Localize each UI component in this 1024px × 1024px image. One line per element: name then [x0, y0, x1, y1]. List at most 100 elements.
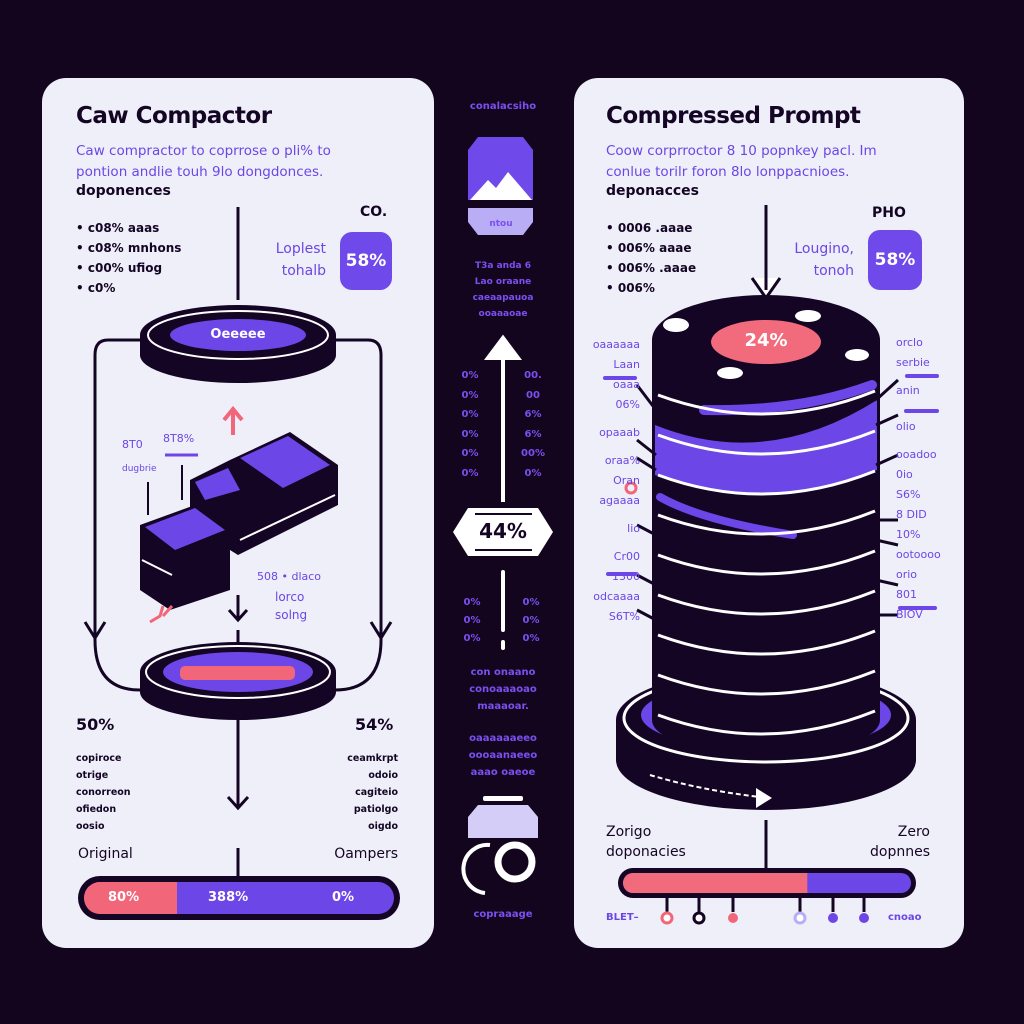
bar-segment-label: 80%	[108, 890, 140, 905]
cylinder-label: lio	[627, 522, 640, 535]
left-badge: 58%	[340, 232, 392, 290]
leader-line	[636, 456, 657, 472]
bullet-item: • c0%	[76, 281, 116, 295]
leader-line	[635, 384, 658, 411]
cylinder-label: serbie	[896, 356, 930, 369]
cylinder-ring	[657, 469, 876, 496]
leader-line	[875, 538, 899, 547]
middle-left-ticks: 0%0%0%0%0%0%	[461, 370, 479, 479]
arrow-down-icon	[226, 720, 250, 811]
cylinder-label: oraa%	[604, 454, 640, 467]
leader-line	[874, 378, 900, 402]
right-title: Compressed Prompt	[606, 103, 861, 129]
bullet-item: • 006% .aaae	[606, 261, 697, 275]
image-icon	[468, 137, 533, 235]
leader-line	[636, 438, 657, 457]
cylinder-label: orclo	[896, 336, 923, 349]
cylinder-label: Cr00	[613, 550, 640, 563]
cylinder-label: 801	[896, 588, 917, 601]
block-label: solng	[275, 608, 308, 622]
cylinder-rings	[657, 389, 876, 736]
original-label: Original	[78, 846, 133, 862]
percent-hexagon	[453, 508, 553, 556]
data-blocks	[140, 405, 338, 645]
middle-lower-left-ticks: 0%0%0%	[463, 597, 481, 644]
leader-lines	[603, 374, 939, 622]
cylinder-label: 8 DID	[896, 508, 927, 521]
block-label: dugbrie	[122, 464, 157, 474]
cylinder-label: olio	[896, 420, 916, 433]
leader-line	[636, 608, 657, 622]
cylinder-label: 1300	[612, 570, 640, 583]
cylinder-label: oaaa	[613, 378, 640, 391]
spark-icon	[149, 604, 174, 624]
block-label: 508 • dlaco	[257, 570, 322, 583]
cylinder-ring	[657, 509, 876, 536]
cylinder-label: agaaaa	[599, 494, 640, 507]
cylinder-label: orio	[896, 568, 918, 581]
block-label: 8T8%	[163, 432, 195, 445]
bullet-item: • 006%	[606, 281, 655, 295]
right-subtitle-1: Coow corprroctor 8 10 popnkey pacl. Im	[606, 143, 877, 159]
leader-line	[875, 413, 899, 427]
leader-line	[636, 573, 657, 587]
cylinder-label: Laan	[613, 358, 640, 371]
left-title: Caw Compactor	[76, 103, 272, 129]
right-bullets: • 0006 .aaae • 006% aaae • 006% .aaae • …	[606, 218, 696, 298]
bar-segment-label: 0%	[332, 890, 355, 905]
cylinder-label: oaaaaaa	[592, 338, 640, 351]
cylinder-ring	[657, 549, 876, 576]
cylinder-ring	[657, 669, 876, 696]
cylinder-label: 06%	[615, 398, 640, 411]
arrow-up-icon	[484, 334, 522, 502]
bar-right-text: cnoao	[888, 912, 922, 923]
arrow-down-icon	[83, 621, 107, 641]
bar-markers	[660, 898, 869, 925]
left-subtitle-1: Caw compractor to coprrose o pli% to	[76, 143, 331, 159]
cylinder-label: opaaab	[599, 426, 640, 439]
cylinder-ring	[657, 389, 876, 416]
top-disc-label: Oeeeee	[210, 327, 266, 342]
top-disc	[140, 305, 336, 383]
cylinder-label: ooadoo	[896, 448, 937, 461]
middle-bottom-text: copraaage	[473, 909, 533, 920]
bottom-disc	[140, 642, 336, 720]
left-percent: 50%	[76, 715, 115, 734]
right-progress-bar	[618, 868, 916, 898]
middle-lower-right-ticks: 0%0%0%	[522, 597, 540, 644]
bar-left-text: BLET–	[606, 912, 639, 923]
leader-line	[875, 453, 899, 467]
right-bar-fill	[623, 873, 808, 893]
marker-dot	[660, 911, 674, 925]
middle-top-text: conalacsiho	[469, 101, 537, 112]
cylinder-ring	[657, 429, 876, 456]
right-subtitle-2: conlue torilr foron 8lo lonppacnioes.	[606, 164, 850, 180]
loop-line-left	[93, 338, 140, 640]
marker-dot	[728, 913, 738, 923]
bullet-item: • c08% aaas	[76, 221, 160, 235]
bullet-item: • 006% aaae	[606, 241, 692, 255]
cylinder-percent: 24%	[744, 330, 788, 351]
left-section-heading: doponences	[76, 183, 171, 199]
loop-line-right	[335, 338, 383, 640]
cylinder-label: ootoooo	[896, 548, 941, 561]
marker-dot	[793, 911, 807, 925]
left-top-right-label: CO.	[360, 204, 388, 220]
cylinder-label: odcaaaa	[593, 590, 640, 603]
left-bar-fill	[84, 882, 177, 914]
cylinder-label: 10%	[896, 528, 921, 541]
right-badge: 58%	[868, 230, 922, 290]
arrow-up-icon	[222, 405, 244, 435]
right-top-right-label: PHO	[872, 205, 906, 221]
cylinder-label: S6T%	[608, 610, 640, 623]
